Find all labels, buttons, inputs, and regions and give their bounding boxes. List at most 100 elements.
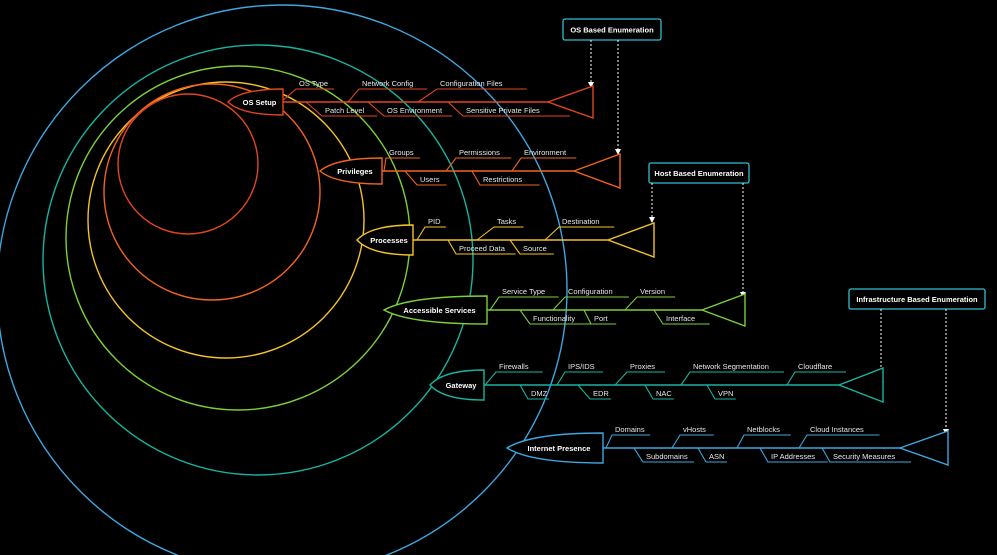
branch-line xyxy=(653,309,710,325)
branch-destination: Destination xyxy=(544,217,615,241)
branch-functionality: Functionality xyxy=(519,309,594,325)
branch-label: Cloud Instances xyxy=(810,425,864,434)
branch-label: Tasks xyxy=(497,217,516,226)
layer-node-label: OS Setup xyxy=(243,98,277,107)
branch-label: Port xyxy=(594,314,609,323)
branch-interface: Interface xyxy=(653,309,710,325)
branch-line xyxy=(445,157,512,172)
branch-line xyxy=(471,170,540,186)
branch-label: Proceed Data xyxy=(459,244,506,253)
branch-label: Sensitive Private Files xyxy=(466,106,540,115)
branch-label: ASN xyxy=(709,452,724,461)
branch-line xyxy=(759,447,828,463)
branch-label: Users xyxy=(420,175,440,184)
branch-line xyxy=(821,447,912,463)
branch-label: Service Type xyxy=(502,287,545,296)
category-box xyxy=(562,18,662,41)
branch-line xyxy=(305,101,378,117)
branch-configuration-files: Configuration Files xyxy=(417,79,527,103)
branch-line xyxy=(798,434,880,449)
ring-os-setup xyxy=(117,93,259,235)
ring-privileges xyxy=(103,83,321,301)
branch-restrictions: Restrictions xyxy=(471,170,540,186)
branch-label: Firewalls xyxy=(499,362,529,371)
branch-netblocks: Netblocks xyxy=(736,425,791,449)
branch-vhosts: vHosts xyxy=(671,425,714,449)
branch-line xyxy=(519,309,594,325)
ring-processes xyxy=(87,81,365,359)
enumeration-layers: OS Type Network Config Configuration Files… xyxy=(226,79,949,466)
branch-label: EDR xyxy=(593,389,609,398)
branch-proceed-data: Proceed Data xyxy=(447,239,516,255)
branch-groups: Groups xyxy=(383,148,420,172)
branch-label: Patch Level xyxy=(325,106,365,115)
branch-label: OS Environment xyxy=(387,106,443,115)
branch-port: Port xyxy=(583,309,617,325)
branch-label: Environment xyxy=(524,148,567,157)
branch-line xyxy=(280,88,335,103)
branch-line xyxy=(416,226,446,241)
branch-patch-level: Patch Level xyxy=(305,101,378,117)
layer-tail-triangle xyxy=(571,152,621,190)
branch-line xyxy=(614,371,666,386)
branch-pid: PID xyxy=(416,217,446,241)
branch-source: Source xyxy=(509,239,554,255)
layer-node-shape xyxy=(505,432,604,464)
category-box xyxy=(848,288,986,310)
arrowhead xyxy=(649,217,655,223)
branch-line xyxy=(556,371,604,386)
branch-line xyxy=(706,384,736,400)
branch-line xyxy=(519,384,549,400)
layer-tail-triangle xyxy=(545,85,594,119)
branch-label: Configuration Files xyxy=(440,79,503,88)
layer-node-shape xyxy=(382,295,488,325)
branch-nac: NAC xyxy=(644,384,674,400)
layer-node-label: Processes xyxy=(370,236,408,245)
branch-edr: EDR xyxy=(577,384,611,400)
branch-permissions: Permissions xyxy=(445,148,512,172)
layer-node-shape xyxy=(226,88,284,116)
branch-line xyxy=(484,371,543,386)
branch-line xyxy=(404,170,447,186)
branch-label: Netblocks xyxy=(747,425,780,434)
branch-line xyxy=(447,101,570,117)
ring-gateway xyxy=(42,44,474,476)
branch-line xyxy=(417,88,527,103)
branch-label: Source xyxy=(523,244,547,253)
branch-line xyxy=(489,296,559,311)
branch-line xyxy=(605,434,651,449)
branch-line xyxy=(583,309,617,325)
branch-dmz: DMZ xyxy=(519,384,549,400)
branch-line xyxy=(544,226,615,241)
category-os-based-enumeration: OS Based Enumeration xyxy=(562,18,662,41)
branch-line xyxy=(347,88,428,103)
layer-os-setup: OS Type Network Config Configuration Files… xyxy=(226,79,594,119)
branch-label: Network Config xyxy=(362,79,413,88)
branch-firewalls: Firewalls xyxy=(484,362,543,386)
category-title: Infrastructure Based Enumeration xyxy=(856,295,978,304)
branch-users: Users xyxy=(404,170,447,186)
branch-label: OS Type xyxy=(299,79,328,88)
branch-label: Functionality xyxy=(533,314,575,323)
branch-label: Cloudflare xyxy=(798,362,832,371)
branch-label: Network Segmentation xyxy=(693,362,769,371)
branch-os-environment: OS Environment xyxy=(367,101,453,117)
branch-network-config: Network Config xyxy=(347,79,428,103)
branch-service-type: Service Type xyxy=(489,287,559,311)
branch-line xyxy=(624,296,676,311)
branch-proxies: Proxies xyxy=(614,362,666,386)
ring-internet-presence xyxy=(0,4,568,555)
category-host-based-enumeration: Host Based Enumeration xyxy=(648,162,750,184)
branch-label: Permissions xyxy=(459,148,500,157)
branch-cloud-instances: Cloud Instances xyxy=(798,425,880,449)
branch-domains: Domains xyxy=(605,425,651,449)
branch-label: Groups xyxy=(389,148,414,157)
branch-line xyxy=(680,371,784,386)
branch-asn: ASN xyxy=(697,447,727,463)
branch-label: Security Measures xyxy=(833,452,895,461)
layer-node-shape xyxy=(429,369,485,401)
